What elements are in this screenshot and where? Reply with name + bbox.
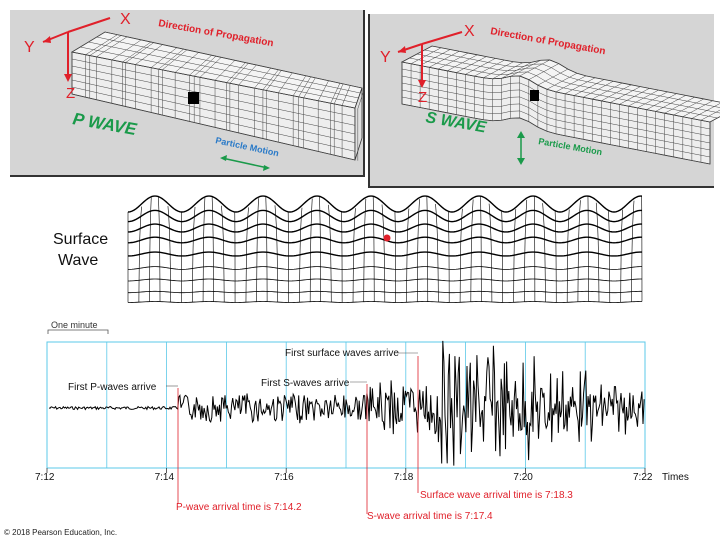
p-wave-title: P WAVE	[71, 109, 138, 139]
p-wave-marker	[188, 92, 199, 104]
seismogram-gridlines	[106, 342, 586, 468]
s-wave-panel: X Y Z Direction of Propagation S WAVE Pa…	[368, 14, 720, 188]
p-wave-panel: X Y Z Direction of Propagation P WAVE Pa…	[10, 10, 365, 177]
time-tick-label: 7:14	[155, 472, 175, 483]
time-tick-label: 7:16	[274, 472, 294, 483]
seismogram-plot: One minute First P-waves arrive First S-…	[35, 320, 689, 522]
surface-wave-title-line1: Surface	[53, 231, 109, 248]
s-arrive-label: First S-waves arrive	[261, 378, 350, 389]
surface-wave-title-line2: Wave	[58, 252, 99, 269]
y-axis-label: Y	[24, 39, 35, 56]
direction-label: Direction of Propagation	[489, 26, 606, 57]
x-axis-arrow	[67, 17, 111, 33]
p-arrive-label: First P-waves arrive	[68, 382, 157, 393]
y-axis-label: Y	[380, 49, 391, 66]
copyright-notice: © 2018 Pearson Education, Inc.	[4, 528, 118, 537]
x-axis-label: X	[464, 23, 475, 40]
times-label: Times	[662, 472, 689, 483]
time-tick-label: 7:12	[35, 472, 55, 483]
p-arrival-time-label: P-wave arrival time is 7:14.2	[176, 502, 302, 513]
z-axis-label: Z	[418, 89, 427, 106]
seismogram-trace	[48, 340, 645, 466]
p-wave-block	[70, 31, 365, 161]
z-axis-label: Z	[66, 85, 75, 102]
s-wave-illustration: X Y Z Direction of Propagation S WAVE Pa…	[380, 23, 720, 165]
surface-wave-particle	[383, 234, 391, 242]
particle-motion-arrow	[221, 157, 269, 169]
p-wave-illustration: X Y Z Direction of Propagation P WAVE Pa…	[24, 11, 365, 171]
x-axis-arrow	[421, 31, 463, 45]
direction-label: Direction of Propagation	[157, 18, 274, 49]
x-axis-label: X	[120, 11, 131, 28]
time-tick-label: 7:22	[633, 472, 653, 483]
one-minute-label: One minute	[51, 320, 98, 330]
surface-wave-grid	[127, 195, 643, 303]
surface-wave-diagram	[120, 195, 650, 306]
surface-arrival-time-label: Surface wave arrival time is 7:18.3	[420, 490, 573, 501]
time-tick-label: 7:18	[394, 472, 414, 483]
one-minute-bracket	[47, 329, 109, 334]
s-arrival-time-label: S-wave arrival time is 7:17.4	[367, 511, 493, 522]
s-wave-block	[400, 45, 720, 165]
time-axis: 7:12 7:14 7:16 7:18 7:20 7:22	[35, 468, 653, 483]
s-wave-marker	[530, 90, 539, 101]
time-tick-label: 7:20	[513, 472, 533, 483]
surface-arrive-label: First surface waves arrive	[285, 348, 399, 359]
seismogram: One minute First P-waves arrive First S-…	[35, 318, 710, 523]
